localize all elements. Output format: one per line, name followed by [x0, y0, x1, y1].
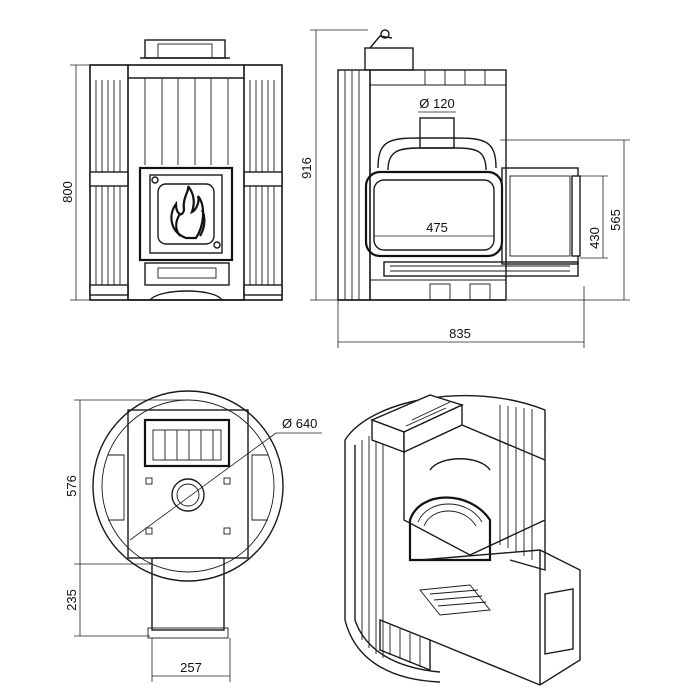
dim-body-diameter: Ø 640	[129, 416, 322, 541]
front-top-lid	[144, 39, 226, 59]
dim-firebox-length: 475	[374, 220, 494, 237]
dim-chimney-diameter: Ø 120	[418, 96, 456, 113]
flame-icon	[170, 185, 206, 240]
side-top-lid	[364, 47, 414, 71]
dim-800-label: 800	[60, 181, 75, 203]
front-view	[89, 39, 283, 301]
iso-firebox	[408, 496, 492, 562]
front-ash-pan	[144, 262, 230, 286]
dim-257-label: 257	[180, 660, 202, 675]
front-chimney-collar	[157, 43, 213, 59]
iso-grate	[419, 584, 491, 616]
top-door	[143, 418, 231, 468]
side-tunnel	[501, 167, 579, 265]
dim-tunnel-outer-height: 565	[500, 139, 630, 301]
top-view	[92, 390, 284, 639]
dim-front-height: 800	[60, 64, 90, 301]
dim-565-label: 565	[608, 209, 623, 231]
dim-diameter-640-label: Ø 640	[282, 416, 317, 431]
side-section-view	[337, 29, 581, 301]
dim-475-label: 475	[426, 220, 448, 235]
side-grate	[383, 261, 579, 277]
dim-overall-depth: 835	[337, 286, 585, 348]
side-chimney	[419, 117, 455, 149]
dim-835-label: 835	[449, 326, 471, 341]
dim-tunnel-height: 430	[580, 175, 608, 259]
dim-diameter-120-label: Ø 120	[419, 96, 454, 111]
dim-916-label: 916	[299, 157, 314, 179]
dim-235-label: 235	[64, 589, 79, 611]
dim-tunnel-width: 257	[151, 638, 231, 682]
top-tunnel	[151, 557, 225, 631]
dim-top-depth: 576	[64, 399, 188, 565]
front-firebox-door	[138, 166, 234, 262]
top-body-circle	[92, 390, 284, 582]
dim-430-label: 430	[587, 227, 602, 249]
side-firebox	[364, 170, 504, 258]
dim-tunnel-extension: 235	[64, 564, 150, 637]
iso-tunnel-door	[544, 588, 574, 655]
top-chimney	[171, 478, 205, 512]
dim-576-label: 576	[64, 475, 79, 497]
isometric-cutaway-view	[344, 394, 581, 686]
dim-side-916: 916	[299, 29, 368, 301]
